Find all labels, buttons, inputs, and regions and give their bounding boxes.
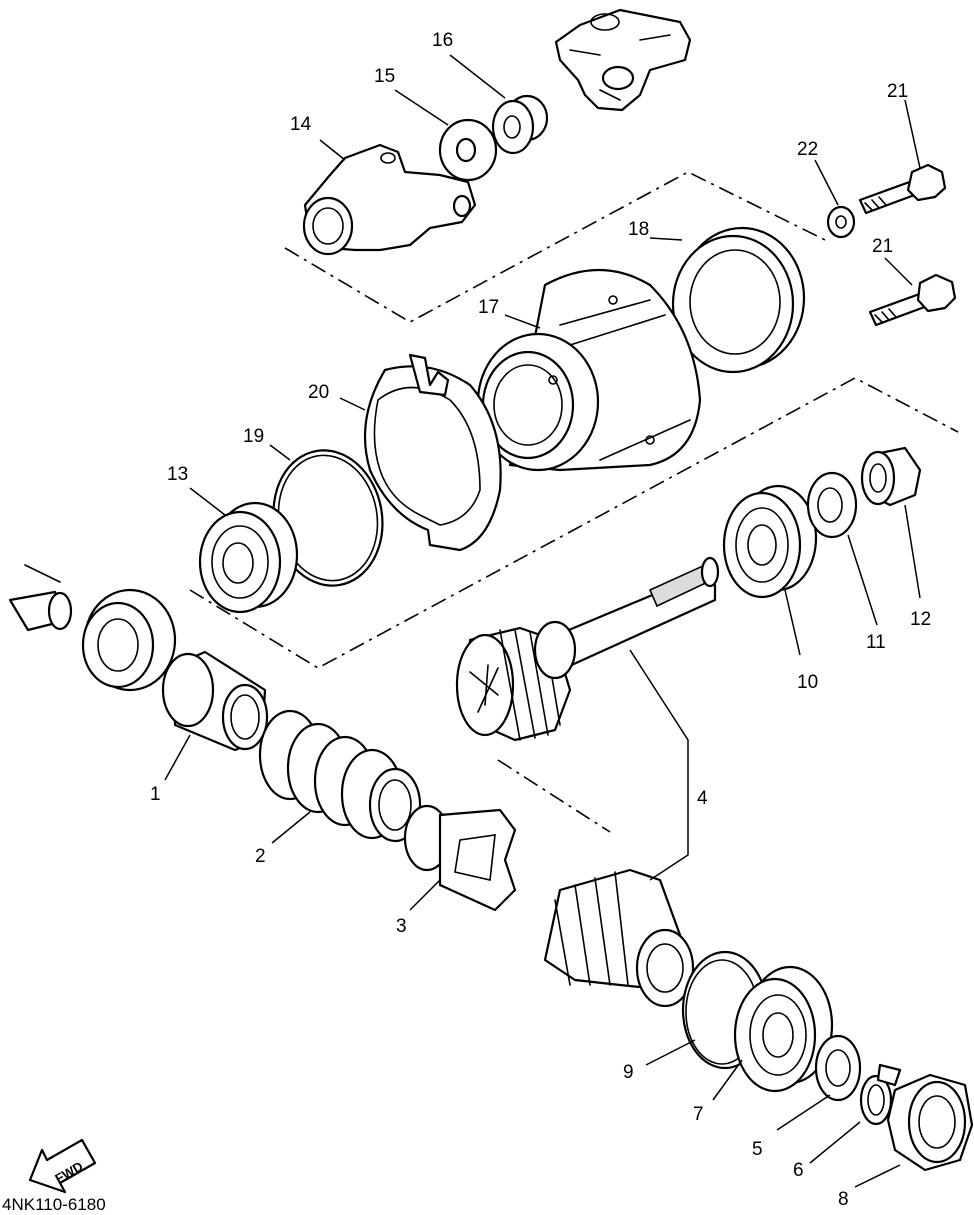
callout-13: 13 [167,464,188,485]
assembly-outlines [189,171,959,833]
callout-14: 14 [290,114,312,135]
part-14-yoke [302,143,477,256]
callout-21-lower: 21 [872,236,893,257]
fwd-arrow-icon: FWD [28,1138,97,1194]
callout-21-upper: 21 [887,81,908,102]
callout-12: 12 [910,609,931,630]
callout-10: 10 [797,672,818,693]
part-6-lock-washer [859,1063,902,1126]
part-18-collar [671,226,806,374]
diagram-code: 4NK110-6180 [2,1195,106,1214]
callout-2: 2 [255,846,266,867]
part-12-nut [860,446,922,507]
part-7-bearing [733,965,834,1093]
part-11-washer [806,471,858,539]
callout-4: 4 [697,788,708,809]
callout-7: 7 [693,1104,704,1125]
part-8-nut [886,1073,974,1172]
drive-shaft-stub [8,564,73,632]
callout-5: 5 [752,1139,763,1160]
part-21-bolt-lower [868,273,957,327]
universal-joint [554,8,692,112]
part-3-slider [403,804,517,912]
part-16-nut [491,94,549,155]
callout-3: 3 [396,916,407,937]
part-20-shim [363,353,502,552]
callout-6: 6 [793,1160,804,1181]
ring-gear-assembly [543,868,695,1008]
callout-16: 16 [432,30,453,51]
callout-11: 11 [866,632,886,653]
callout-8: 8 [838,1189,849,1210]
callout-9: 9 [623,1062,634,1083]
left-oil-seal [81,588,177,692]
part-5-washer [814,1034,862,1102]
leader-lines [164,54,921,1188]
part-4-pinion-shaft [455,556,720,742]
callout-20: 20 [308,382,329,403]
callout-22: 22 [797,139,818,160]
callout-1: 1 [150,784,161,805]
part-21-bolt-upper [858,163,947,215]
part-15-washer [438,118,498,182]
part-13-bearing [198,501,299,614]
part-1-sleeve [161,650,269,752]
callout-18: 18 [628,219,649,240]
part-2-spring [258,709,422,843]
part-17-gear-case [476,269,702,472]
callout-17: 17 [478,297,499,318]
part-10-bearing [722,484,818,599]
callout-19: 19 [243,426,264,447]
part-22-washer [826,205,856,239]
callouts: 1 2 3 4 5 6 7 8 9 10 11 12 13 14 15 16 1… [150,30,931,1210]
callout-15: 15 [374,66,395,87]
